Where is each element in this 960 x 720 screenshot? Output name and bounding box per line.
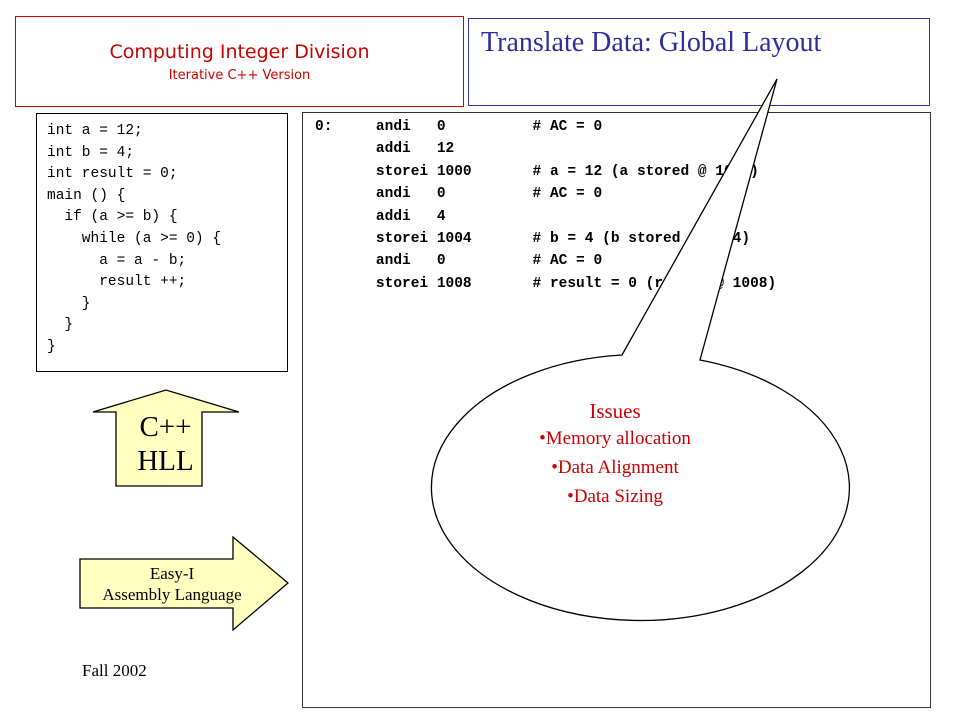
code-line: } xyxy=(47,317,74,334)
issue-item: •Data Sizing xyxy=(567,486,663,507)
assembly-line: addi 12 xyxy=(315,141,455,158)
slide-title-box: Translate Data: Global Layout xyxy=(468,18,930,106)
code-line: result ++; xyxy=(47,274,187,291)
code-line: int a = 12; xyxy=(47,123,143,139)
header-subtitle: Iterative C++ Version xyxy=(168,68,311,83)
code-line: if (a >= b) { xyxy=(47,209,178,226)
code-line: int result = 0; xyxy=(47,166,178,183)
cpp-code-box: int a = 12; int b = 4; int result = 0; main… xyxy=(36,113,288,372)
footer-date: Fall 2002 xyxy=(82,661,147,680)
assembly-line: 0: andi 0 # AC = 0 xyxy=(315,119,603,135)
cpp-code: int a = 12; int b = 4; int result = 0; main… xyxy=(47,121,221,359)
assembly-line: andi 0 # AC = 0 xyxy=(315,186,603,203)
code-line: main () { xyxy=(47,187,126,204)
up-arrow-icon xyxy=(92,389,240,487)
header-box: Computing Integer Division Iterative C++… xyxy=(15,16,464,107)
issue-item: •Memory allocation xyxy=(539,428,691,449)
issues-title: Issues xyxy=(589,399,641,423)
assembly-line: andi 0 # AC = 0 xyxy=(315,253,603,270)
header-title: Computing Integer Division xyxy=(109,41,370,63)
cpp-hll-label: C++ HLL xyxy=(137,411,194,477)
code-line: a = a - b; xyxy=(47,252,187,269)
slide-title: Translate Data: Global Layout xyxy=(481,27,822,58)
assembly-code-box xyxy=(302,112,931,708)
right-arrow-icon xyxy=(79,535,290,632)
code-line: } xyxy=(47,295,91,312)
code-line: int b = 4; xyxy=(47,144,135,161)
issue-item: •Data Alignment xyxy=(551,457,679,478)
assembly-line: addi 4 xyxy=(315,208,446,225)
code-line: while (a >= 0) { xyxy=(47,230,222,247)
issues-callout: Issues •Memory allocation •Data Alignmen… xyxy=(480,398,750,511)
easy-i-label: Easy-I Assembly Language xyxy=(102,564,242,604)
assembly-line: storei 1004 # b = 4 (b stored @ 1004) xyxy=(315,231,751,247)
code-line: } xyxy=(47,338,56,355)
